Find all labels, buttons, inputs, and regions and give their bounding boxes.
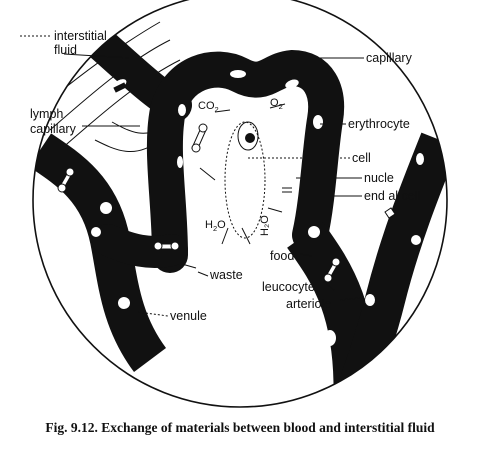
label-waste: waste: [209, 268, 243, 282]
label-lymph: lymph: [30, 107, 63, 121]
leader-lines: [20, 35, 364, 317]
cell-nucleus-membrane: [237, 121, 259, 151]
label-erythrocyte: erythrocyte: [348, 117, 410, 131]
label-lymph-capillary: capillary: [30, 122, 77, 136]
label-nucleus: nucle: [364, 171, 394, 185]
venule-join: [92, 224, 188, 268]
exchange-arrows: [199, 103, 292, 245]
label-food: food: [270, 249, 294, 263]
label-leucocyte: leucocyte: [262, 280, 315, 294]
capillary-loop: [146, 49, 344, 273]
tissue-cell: [224, 121, 266, 239]
label-h2o-left: H2O: [205, 219, 226, 233]
label-interstitial: interstitial: [54, 29, 107, 43]
label-fluid: fluid: [54, 43, 77, 57]
label-arteriole: arteriole: [286, 297, 331, 311]
cell-nucleus: [245, 133, 255, 143]
label-o2: O2: [270, 97, 283, 111]
label-h2o-right: H₂O: [259, 215, 271, 236]
leucocytes: [57, 82, 396, 283]
label-endothelial-cell: end al cell: [364, 189, 420, 203]
label-venule: venule: [170, 309, 207, 323]
figure-caption: Fig. 9.12. Exchange of materials between…: [45, 420, 435, 435]
label-capillary: capillary: [366, 51, 413, 65]
label-cell: cell: [352, 151, 371, 165]
label-co2: CO2: [198, 100, 219, 114]
